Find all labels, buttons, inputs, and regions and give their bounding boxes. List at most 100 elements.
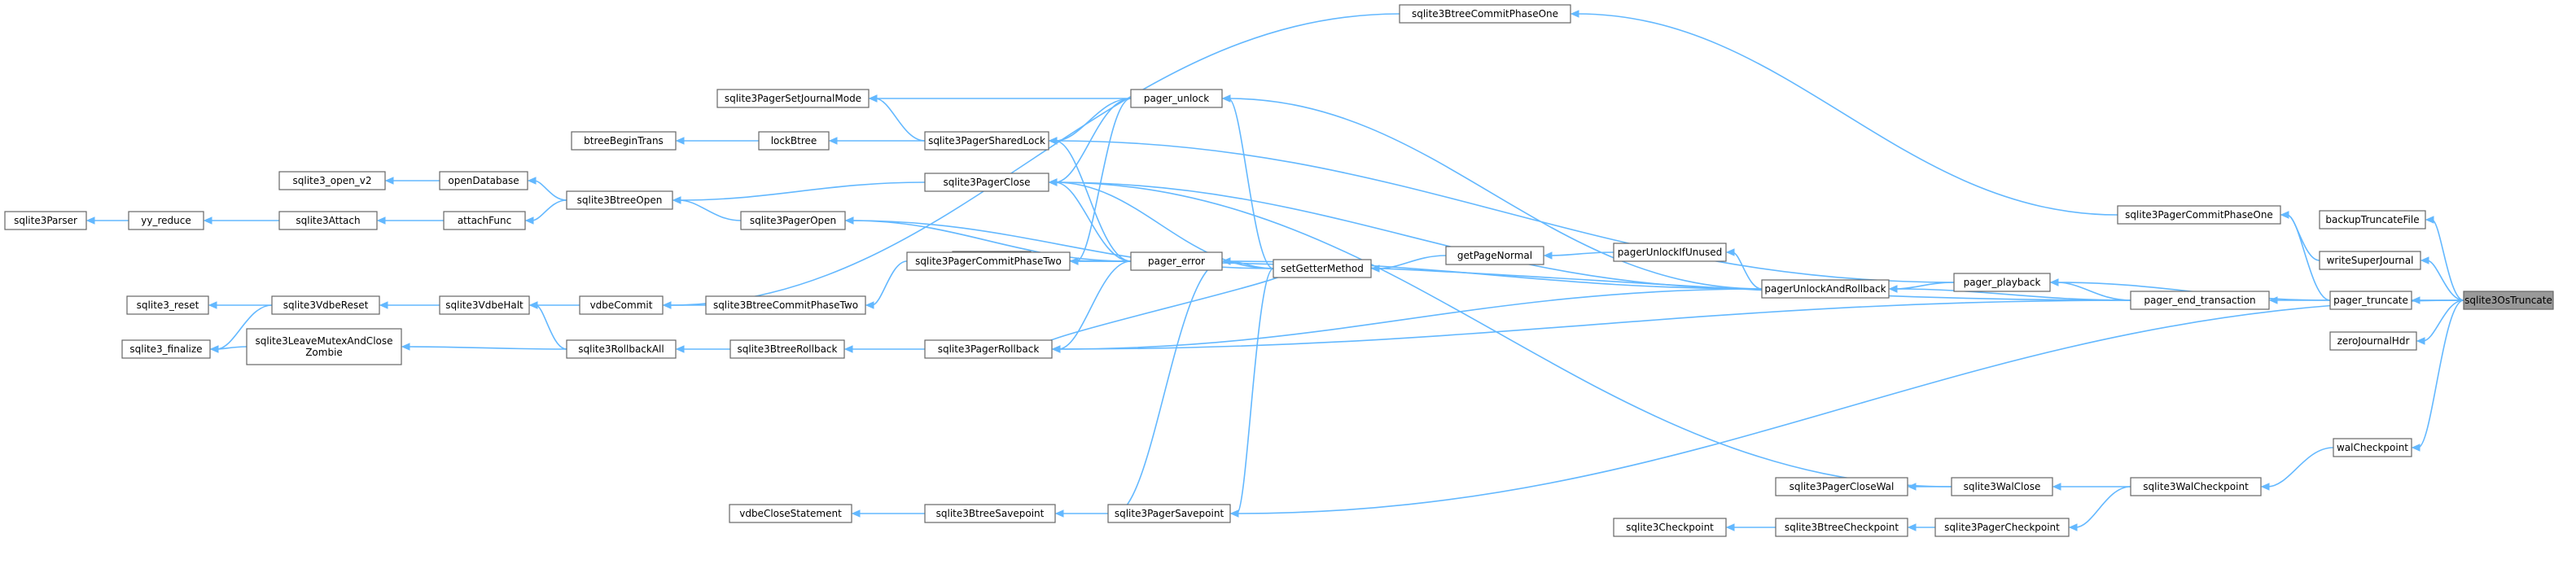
node-label: sqlite3_open_v2 <box>293 175 372 186</box>
edge-n39-n36 <box>524 199 567 225</box>
arrow-head-icon <box>2416 337 2425 345</box>
node-sqlite3pagerclose[interactable]: sqlite3PagerClose <box>924 173 1049 192</box>
node-sqlite3pagercommitphaseone[interactable]: sqlite3PagerCommitPhaseOne <box>2117 205 2281 225</box>
node-sqlite3ostruncate[interactable]: sqlite3OsTruncate <box>2463 291 2554 310</box>
node-writesuperjournal[interactable]: writeSuperJournal <box>2319 251 2421 270</box>
node-sqlite3walcheckpoint[interactable]: sqlite3WalCheckpoint <box>2130 477 2262 496</box>
edge-n28-n21 <box>1051 260 1132 353</box>
node-sqlite3vdbereset[interactable]: sqlite3VdbeReset <box>271 295 380 315</box>
node-box <box>758 131 830 151</box>
edge-line <box>1054 181 1132 262</box>
edge-line <box>1054 98 1132 183</box>
node-pagerunlockandrollback[interactable]: pagerUnlockAndRollback <box>1761 279 1890 299</box>
node-getpagenormal[interactable]: getPageNormal <box>1445 246 1544 265</box>
node-label: sqlite3Attach <box>296 215 360 226</box>
node-vdbeclosestatement[interactable]: vdbeCloseStatement <box>729 504 852 523</box>
node-sqlite3pagercommitphasetwo[interactable]: sqlite3PagerCommitPhaseTwo <box>906 251 1071 271</box>
node-label: walCheckpoint <box>2337 442 2408 453</box>
node-sqlite3rollbackall[interactable]: sqlite3RollbackAll <box>566 339 677 359</box>
node-box <box>2329 331 2417 351</box>
nodes-layer: sqlite3OsTruncate backupTruncateFile write… <box>4 4 2554 537</box>
node-sqlite3pageropen[interactable]: sqlite3PagerOpen <box>740 211 846 230</box>
node-box <box>2329 291 2412 310</box>
node-sqlite3checkpoint[interactable]: sqlite3Checkpoint <box>1613 518 1727 537</box>
node-sqlite3btreerollback[interactable]: sqlite3BtreeRollback <box>729 339 845 359</box>
node-box <box>2333 438 2412 457</box>
node-sqlite3btreecheckpoint[interactable]: sqlite3BtreeCheckpoint <box>1775 518 1908 537</box>
node-sqlite3_open_v2[interactable]: sqlite3_open_v2 <box>278 171 386 190</box>
edge-line <box>533 180 567 201</box>
edge-n15-n13 <box>1907 523 1935 531</box>
node-box <box>1953 273 2051 292</box>
node-sqlite3pagerclosewal[interactable]: sqlite3PagerCloseWal <box>1775 477 1908 496</box>
arrow-head-icon <box>1570 10 1579 18</box>
edge-n24-n21 <box>1048 178 1132 262</box>
node-lockbtree[interactable]: lockBtree <box>758 131 830 151</box>
node-yy_reduce[interactable]: yy_reduce <box>128 211 204 230</box>
edge-line <box>871 260 908 306</box>
arrow-head-icon <box>2425 216 2434 224</box>
node-sqlite3walclose[interactable]: sqlite3WalClose <box>1951 477 2053 496</box>
node-attachfunc[interactable]: attachFunc <box>443 211 526 230</box>
node-pager_end_transaction[interactable]: pager_end_transaction <box>2130 291 2270 310</box>
node-sqlite3attach[interactable]: sqlite3Attach <box>278 211 378 230</box>
node-label: btreeBeginTrans <box>584 135 664 146</box>
node-pager_playback[interactable]: pager_playback <box>1953 273 2051 292</box>
node-sqlite3pagersavepoint[interactable]: sqlite3PagerSavepoint <box>1107 504 1231 523</box>
node-sqlite3vdbehalt[interactable]: sqlite3VdbeHalt <box>439 295 530 315</box>
node-sqlite3_finalize[interactable]: sqlite3_finalize <box>121 339 211 359</box>
arrow-head-icon <box>209 345 219 353</box>
node-sqlite3pagersetjournalmode[interactable]: sqlite3PagerSetJournalMode <box>716 89 870 108</box>
node-label: sqlite3Checkpoint <box>1626 522 1714 533</box>
edge-n9-n4 <box>2049 278 2131 301</box>
edge-line <box>1732 251 1763 290</box>
node-sqlite3btreecommitphaseone[interactable]: sqlite3BtreeCommitPhaseOne <box>1399 4 1571 24</box>
node-sqlite3btreecommitphasetwo[interactable]: sqlite3BtreeCommitPhaseTwo <box>705 295 866 315</box>
node-setgettermethod[interactable]: setGetterMethod <box>1273 259 1372 278</box>
edge-line <box>1549 251 1614 256</box>
arrow-head-icon <box>1229 509 1239 518</box>
node-pager_unlock[interactable]: pager_unlock <box>1130 89 1223 108</box>
edge-n12-n11 <box>2052 483 2131 491</box>
edge-n7-n2 <box>2280 211 2320 261</box>
node-box <box>716 89 870 108</box>
node-sqlite3_reset[interactable]: sqlite3_reset <box>126 295 209 315</box>
edge-n34-n23 <box>828 137 925 145</box>
arrow-head-icon <box>675 345 685 353</box>
edge-line <box>1228 98 1274 269</box>
node-pagerunlockifunused[interactable]: pagerUnlockIfUnused <box>1613 243 1727 262</box>
node-sqlite3parser[interactable]: sqlite3Parser <box>4 211 87 230</box>
node-box <box>1107 504 1231 523</box>
node-pager_truncate[interactable]: pager_truncate <box>2329 291 2412 310</box>
node-walcheckpoint[interactable]: walCheckpoint <box>2333 438 2412 457</box>
node-sqlite3pagerrollback[interactable]: sqlite3PagerRollback <box>924 339 1053 359</box>
node-label: sqlite3PagerRollback <box>938 343 1040 355</box>
edge-line <box>1054 181 1763 290</box>
node-pager_error[interactable]: pager_error <box>1130 251 1223 271</box>
node-box <box>924 173 1049 192</box>
node-sqlite3btreeopen[interactable]: sqlite3BtreeOpen <box>566 190 673 210</box>
edge-line <box>1228 98 1763 290</box>
arrow-head-icon <box>376 216 386 225</box>
edge-n38-n37 <box>384 177 440 185</box>
node-label: sqlite3BtreeCommitPhaseTwo <box>713 299 858 311</box>
node-box <box>571 131 677 151</box>
node-sqlite3pagersharedlock[interactable]: sqlite3PagerSharedLock <box>924 131 1049 151</box>
node-btreebegintrans[interactable]: btreeBeginTrans <box>571 131 677 151</box>
arrow-head-icon <box>1048 137 1058 145</box>
node-box <box>1613 243 1727 262</box>
node-backuptruncatefile[interactable]: backupTruncateFile <box>2319 210 2426 229</box>
node-box <box>1775 518 1908 537</box>
node-opendatabase[interactable]: openDatabase <box>439 171 528 190</box>
node-box <box>924 131 1049 151</box>
node-label: sqlite3PagerSetJournalMode <box>725 93 861 104</box>
node-zerojournalhdr[interactable]: zeroJournalHdr <box>2329 331 2417 351</box>
node-box <box>924 504 1056 523</box>
node-sqlite3pagercheckpoint[interactable]: sqlite3PagerCheckpoint <box>1934 518 2070 537</box>
node-box <box>705 295 866 315</box>
node-vdbecommit[interactable]: vdbeCommit <box>579 295 664 315</box>
node-sqlite3btreesavepoint[interactable]: sqlite3BtreeSavepoint <box>924 504 1056 523</box>
node-box <box>1934 518 2070 537</box>
edge-line <box>2417 299 2464 448</box>
